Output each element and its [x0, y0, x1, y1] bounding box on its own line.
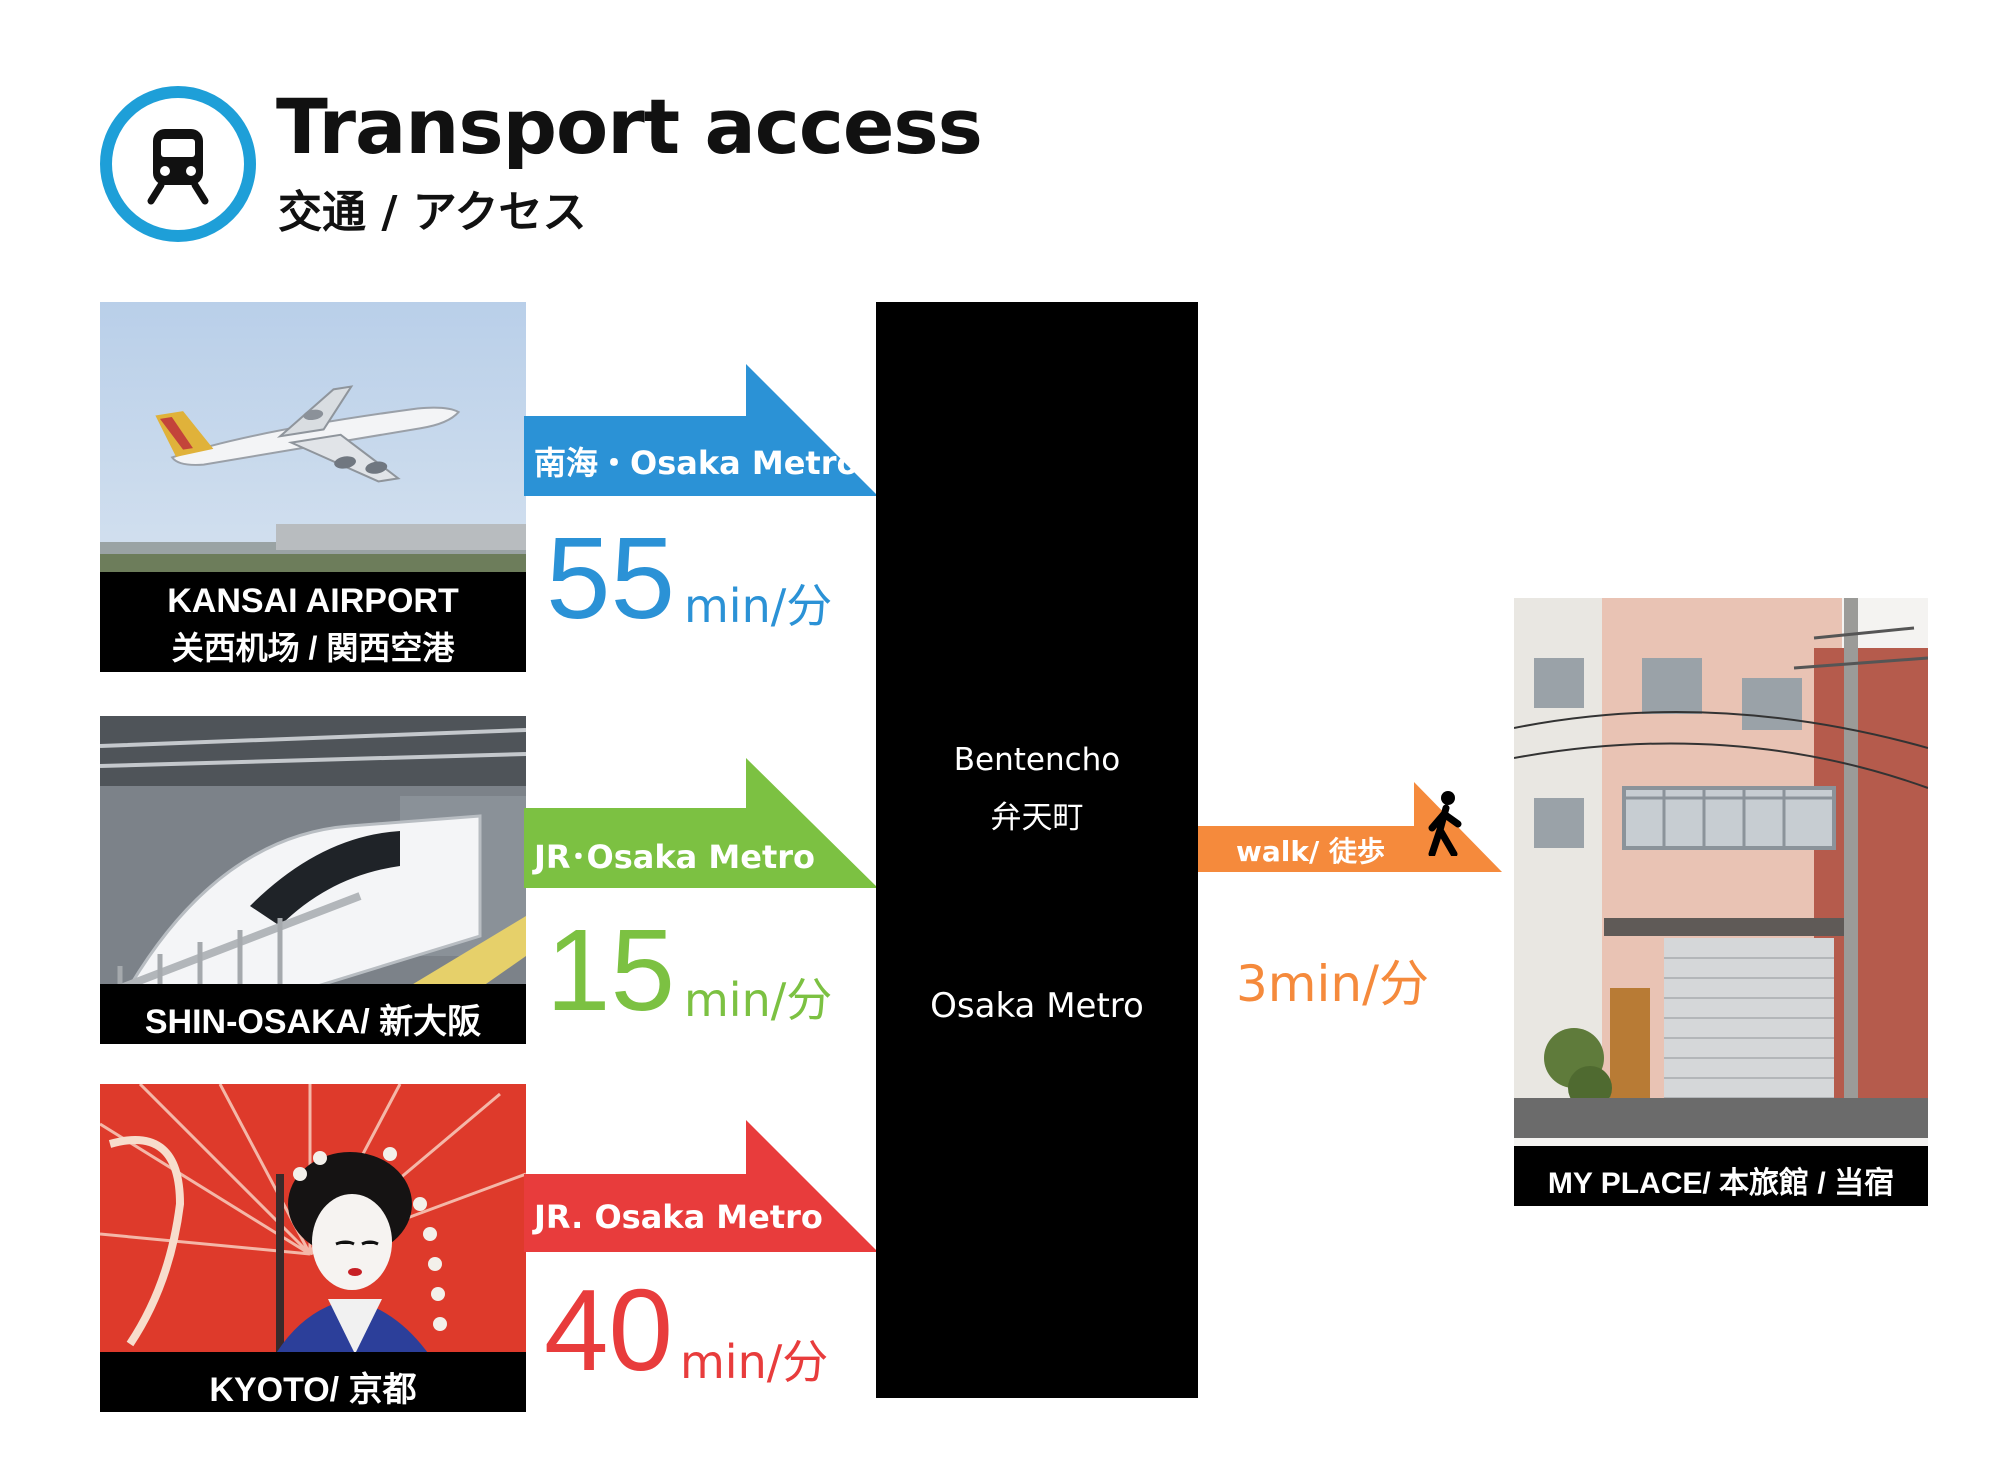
- kyoto-card: KYOTO/ 京都: [100, 1084, 526, 1412]
- duration-unit-shin-osaka: min/分: [684, 973, 833, 1027]
- line-label-kyoto: JR. Osaka Metro: [534, 1198, 823, 1236]
- duration-number-kyoto: 40: [544, 1265, 674, 1395]
- station-line: Osaka Metro: [930, 986, 1144, 1026]
- station-name: Bentencho: [953, 742, 1121, 778]
- origin-name: SHIN-OSAKA/ 新大阪: [144, 1003, 482, 1041]
- my-place-card: MY PLACE/ 本旅館 / 当宿: [1514, 598, 1928, 1206]
- arrow-kyoto: [524, 1120, 878, 1252]
- duration-number-kansai: 55: [546, 513, 676, 643]
- walk-label: walk/ 徒歩: [1236, 835, 1385, 868]
- walking-person-icon: [1428, 791, 1462, 856]
- building-photo: [1514, 598, 1928, 1206]
- arrow-kansai: [524, 364, 878, 496]
- train-logo: [100, 86, 256, 242]
- kansai-airport-caption: KANSAI AIRPORT 关西机场 / 関西空港: [100, 572, 526, 672]
- bentencho-station-panel: Bentencho 弁天町 Osaka Metro: [876, 302, 1198, 1398]
- line-label-kansai: 南海・Osaka Metro: [534, 444, 859, 482]
- walk-duration: 3min/分: [1236, 955, 1429, 1013]
- shin-osaka-card: SHIN-OSAKA/ 新大阪: [100, 716, 526, 1044]
- arrow-walk: [1198, 782, 1502, 872]
- kyoto-caption: KYOTO/ 京都: [100, 1352, 526, 1412]
- station-name-local: 弁天町: [990, 800, 1084, 836]
- page-subtitle: 交通 / アクセス: [278, 187, 587, 238]
- duration-number-shin-osaka: 15: [546, 905, 676, 1035]
- kansai-airport-card: KANSAI AIRPORT 关西机场 / 関西空港: [100, 302, 526, 672]
- origin-name: KYOTO/ 京都: [209, 1371, 417, 1409]
- destination-name: MY PLACE/ 本旅館 / 当宿: [1547, 1167, 1895, 1200]
- origin-name: KANSAI AIRPORT: [167, 582, 459, 620]
- line-label-shin-osaka: JR･Osaka Metro: [534, 838, 816, 876]
- my-place-caption: MY PLACE/ 本旅館 / 当宿: [1514, 1146, 1928, 1206]
- origin-name-local: 关西机场 / 関西空港: [171, 630, 455, 666]
- train-icon: [147, 129, 209, 205]
- page-title: Transport access: [276, 82, 983, 171]
- duration-unit-kansai: min/分: [684, 579, 833, 633]
- arrow-shin-osaka: [524, 758, 878, 888]
- duration-unit-kyoto: min/分: [680, 1335, 829, 1389]
- shin-osaka-caption: SHIN-OSAKA/ 新大阪: [100, 984, 526, 1044]
